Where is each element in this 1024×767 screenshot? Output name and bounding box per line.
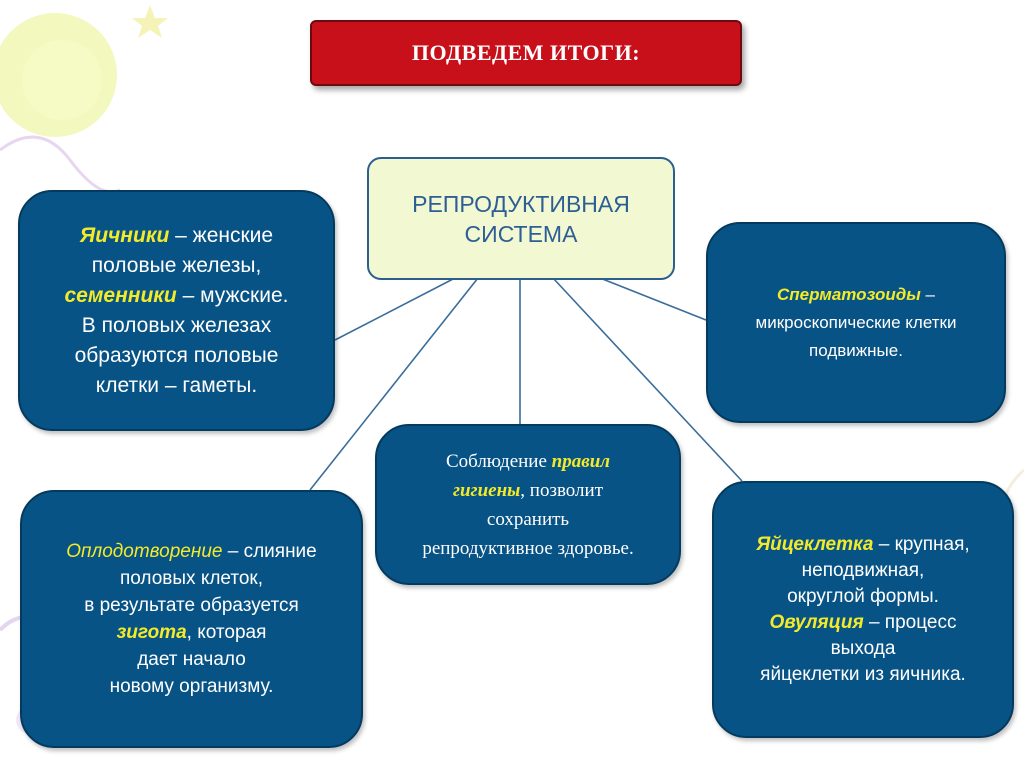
card-line: образуются половые: [74, 343, 279, 367]
card-line: Соблюдение правил: [445, 450, 611, 472]
connector-line: [309, 277, 479, 491]
term-ovum: Яйцеклетка: [756, 533, 874, 555]
card-line: половых клеток,: [119, 568, 264, 589]
card-line: округлой формы.: [787, 585, 939, 607]
card-line: клетки – гаметы.: [95, 373, 258, 397]
central-node-reproductive-system: РЕПРОДУКТИВНАЯ СИСТЕМА: [367, 157, 675, 280]
connector-line: [334, 277, 456, 341]
central-node-line: РЕПРОДУКТИВНАЯ: [412, 190, 630, 217]
card-line: Сперматозоиды –: [776, 284, 935, 304]
term-hygiene-rules: правил: [551, 450, 611, 472]
term-ovulation: Овуляция: [769, 611, 864, 633]
central-node-line: СИСТЕМА: [464, 220, 578, 247]
card-ovum: Яйцеклетка – крупная, неподвижная, округ…: [712, 481, 1014, 738]
decorative-star: [132, 5, 168, 38]
card-line: Яйцеклетка – крупная,: [756, 533, 970, 555]
title-banner: ПОДВЕДЕМ ИТОГИ:: [310, 20, 742, 86]
card-line: новому организму.: [109, 676, 274, 697]
card-hygiene: Соблюдение правил гигиены, позволит сохр…: [375, 424, 681, 585]
card-line: подвижные.: [809, 340, 903, 360]
card-line: микроскопические клетки: [755, 312, 957, 332]
card-line: дает начало: [137, 649, 246, 670]
decorative-swirl: [0, 135, 121, 194]
connector-lines: [309, 277, 743, 491]
card-line: Оплодотворение – слияние: [66, 541, 317, 562]
card-line: яйцеклетки из яичника.: [760, 663, 966, 685]
card-line: неподвижная,: [801, 559, 925, 581]
card-line: В половых железах: [81, 313, 272, 337]
card-line: семенники – мужские.: [64, 283, 289, 307]
card-fertilization: Оплодотворение – слияние половых клеток,…: [20, 490, 363, 748]
term-testes: семенники: [64, 283, 177, 307]
card-spermatozoa: Сперматозоиды – микроскопические клетки …: [706, 222, 1006, 423]
term-spermatozoa: Сперматозоиды: [776, 284, 921, 304]
title-text: ПОДВЕДЕМ ИТОГИ:: [411, 40, 641, 65]
card-line: в результате образуется: [84, 595, 299, 616]
decorative-balloon: [22, 40, 102, 120]
card-line: репродуктивное здоровье.: [422, 537, 634, 559]
card-line: Овуляция – процесс: [769, 611, 957, 633]
card-line: половые железы,: [91, 253, 262, 277]
connector-line: [599, 277, 707, 321]
term-fertilization: Оплодотворение: [66, 541, 223, 562]
card-line: гигиены, позволит: [452, 479, 604, 501]
term-hygiene: гигиены: [452, 479, 521, 501]
card-line: Яичники – женские: [79, 223, 274, 247]
connector-line: [552, 277, 743, 482]
card-line: сохранить: [486, 508, 570, 530]
term-zygote: зигота: [116, 622, 187, 643]
card-line: выхода: [830, 637, 896, 659]
term-ovaries: Яичники: [79, 223, 170, 247]
card-line: зигота, которая: [116, 622, 267, 643]
card-gonads: Яичники – женские половые железы, семенн…: [18, 190, 335, 431]
